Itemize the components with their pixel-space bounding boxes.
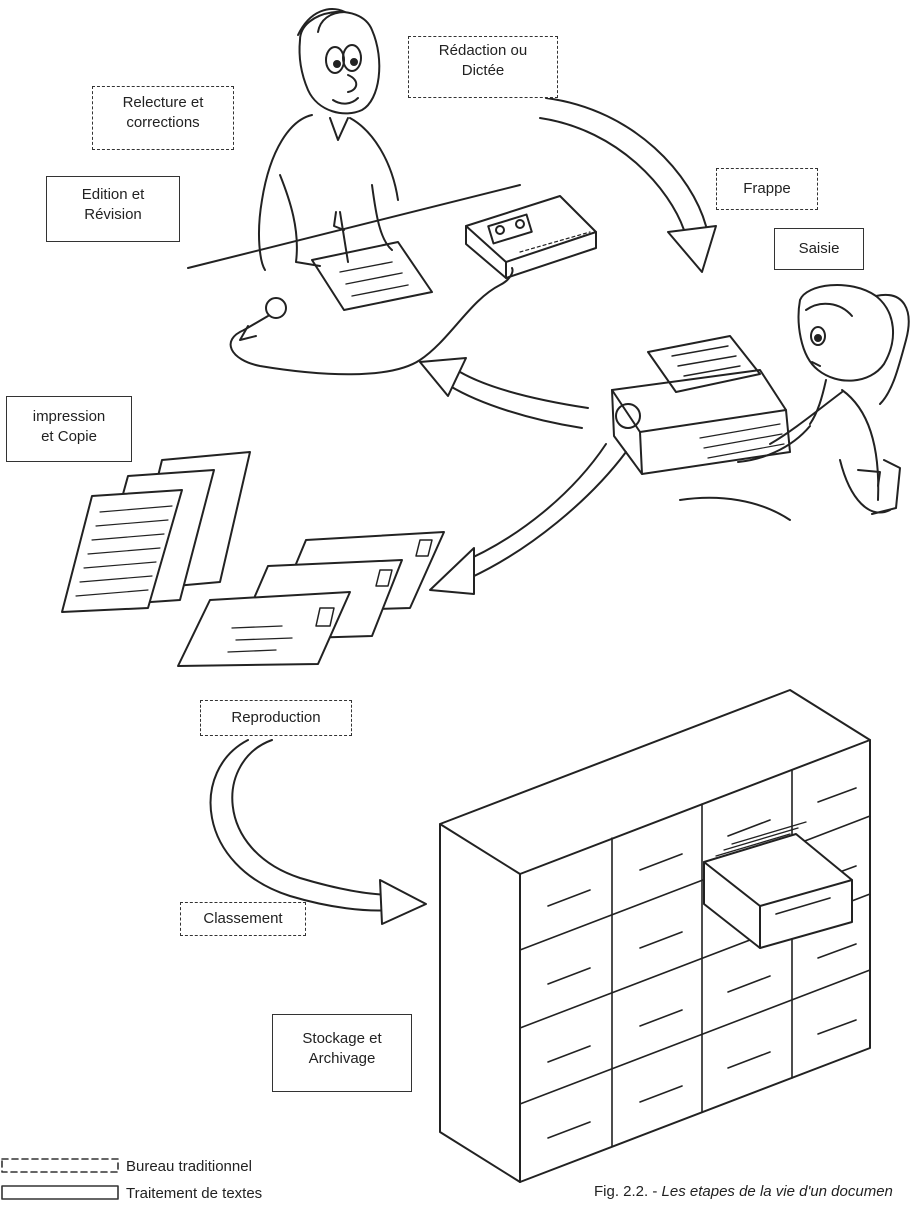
filing-cabinet	[440, 690, 870, 1182]
label-relecture: Relecture et corrections	[92, 86, 234, 150]
label-stockage: Stockage et Archivage	[272, 1014, 412, 1092]
caption-title: Les etapes de la vie d'un documen	[662, 1183, 893, 1200]
arrow-to-edition	[420, 358, 588, 428]
arrow-to-reproduction	[430, 444, 626, 594]
label-frappe: Frappe	[716, 168, 818, 210]
label-redaction: Rédaction ou Dictée	[408, 36, 558, 98]
legend-dashed-label: Bureau traditionnel	[126, 1158, 252, 1175]
label-classement: Classement	[180, 902, 306, 936]
dictation-machine	[466, 196, 596, 278]
printed-pages	[62, 452, 250, 612]
woman-figure	[738, 285, 909, 514]
label-reproduction: Reproduction	[200, 700, 352, 736]
label-saisie: Saisie	[774, 228, 864, 270]
legend-dashed-swatch	[2, 1159, 118, 1172]
microphone	[231, 268, 513, 374]
legend-solid-swatch	[2, 1186, 118, 1199]
caption-prefix: Fig. 2.2. -	[594, 1183, 662, 1200]
legend-solid-label: Traitement de textes	[126, 1185, 262, 1202]
typewriter	[612, 336, 790, 520]
arrow-to-classement	[211, 740, 426, 924]
legend-solid: Traitement de textes	[126, 1183, 262, 1203]
label-impression: impression et Copie	[6, 396, 132, 462]
arrow-to-frappe	[540, 98, 716, 272]
figure-caption: Fig. 2.2. - Les etapes de la vie d'un do…	[594, 1183, 893, 1200]
legend-dashed: Bureau traditionnel	[126, 1156, 252, 1176]
paper-on-desk	[312, 242, 432, 310]
label-edition: Edition et Révision	[46, 176, 180, 242]
man-figure	[259, 9, 398, 270]
desk-edge	[188, 185, 520, 268]
